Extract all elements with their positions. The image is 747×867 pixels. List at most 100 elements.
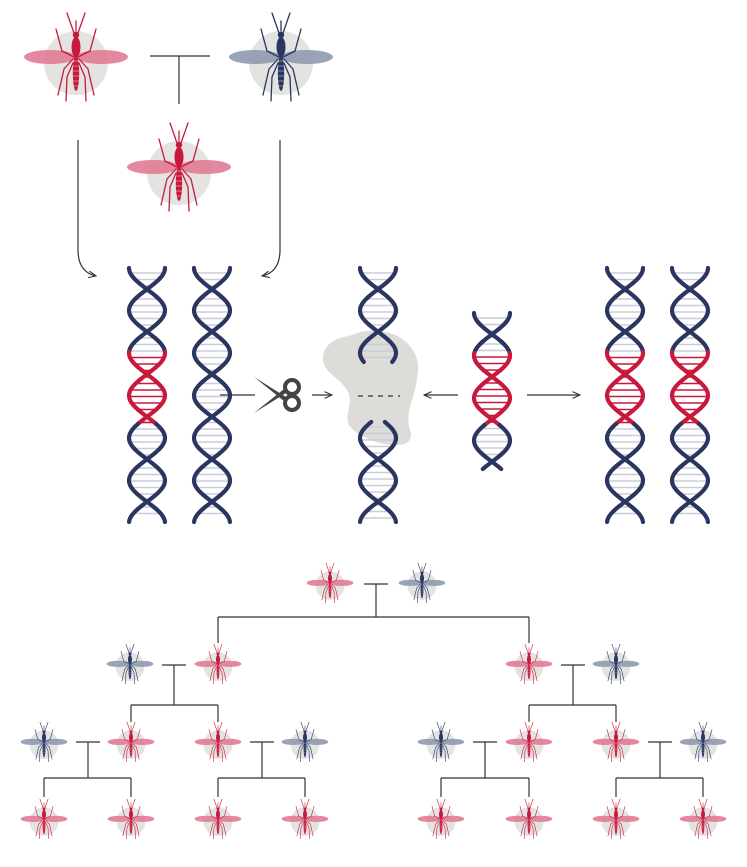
right-wing	[616, 738, 640, 746]
right-wing	[441, 738, 465, 746]
left-wing	[127, 160, 179, 174]
backbone-strand	[126, 265, 168, 355]
right-wing	[131, 738, 155, 746]
backbone-strand	[471, 350, 513, 428]
head	[420, 571, 424, 575]
legs	[606, 798, 626, 839]
cut-lower-dna-icon	[357, 419, 399, 525]
parent-drive-mosquito-icon	[24, 12, 128, 102]
thorax	[526, 732, 532, 742]
head	[439, 730, 443, 734]
right-wing	[529, 815, 553, 823]
left-wing	[679, 738, 703, 746]
thorax	[613, 654, 619, 664]
legs	[295, 798, 315, 839]
right-wing	[703, 815, 727, 823]
backbone-strand	[604, 421, 646, 525]
thorax	[215, 809, 221, 819]
head	[303, 730, 307, 734]
right-wing	[218, 660, 242, 668]
backbone-strand	[357, 265, 399, 365]
backbone-strand	[669, 349, 711, 427]
thorax	[215, 654, 221, 664]
thorax	[438, 809, 444, 819]
left-wing	[24, 50, 76, 64]
right-wing	[330, 579, 354, 587]
head	[614, 730, 618, 734]
legs	[693, 721, 713, 762]
head	[129, 807, 133, 811]
head	[614, 807, 618, 811]
left-wing	[20, 738, 44, 746]
gen3-mosquito-icon	[194, 798, 242, 839]
backbone-strand	[126, 421, 168, 525]
abdomen	[216, 741, 220, 758]
right-wing	[616, 815, 640, 823]
abdomen	[216, 818, 220, 835]
right-wing	[703, 738, 727, 746]
gen2-mosquito-icon	[20, 721, 68, 762]
left-wing	[505, 738, 529, 746]
backbone-strand	[126, 349, 168, 427]
legs	[120, 643, 140, 684]
left-wing	[592, 815, 616, 823]
gen2-mosquito-icon	[194, 721, 242, 762]
result-chromosome-2-dna-icon	[669, 265, 711, 525]
backbone-strand	[357, 265, 399, 365]
head	[42, 730, 46, 734]
left-wing	[229, 50, 281, 64]
left-wing	[194, 660, 218, 668]
head	[303, 807, 307, 811]
abdomen	[129, 818, 133, 835]
left-wing	[20, 815, 44, 823]
right-wing	[305, 815, 329, 823]
head	[614, 652, 618, 656]
left-wing	[194, 738, 218, 746]
handle	[283, 394, 301, 412]
left-wing	[106, 660, 130, 668]
gen3-mosquito-icon	[281, 798, 329, 839]
head	[128, 652, 132, 656]
thorax	[438, 732, 444, 742]
gen3-mosquito-icon	[505, 798, 553, 839]
legs	[121, 798, 141, 839]
left-wing	[592, 738, 616, 746]
backbone-strand	[471, 310, 512, 356]
legs	[55, 12, 97, 102]
backbone-strand	[191, 265, 233, 525]
abdomen	[328, 582, 332, 599]
right-wing	[529, 738, 553, 746]
backbone-strand	[669, 265, 711, 355]
right-wing	[305, 738, 329, 746]
abdomen	[614, 741, 618, 758]
legs	[208, 643, 228, 684]
handle	[283, 378, 301, 396]
legs	[519, 643, 539, 684]
thorax	[127, 654, 133, 664]
legs	[606, 643, 626, 684]
right-wing	[529, 660, 553, 668]
result-chromosome-1-dna-icon	[604, 265, 646, 525]
thorax	[215, 732, 221, 742]
right-wing	[131, 815, 155, 823]
abdomen	[129, 741, 133, 758]
head	[216, 652, 220, 656]
backbone-strand	[669, 265, 711, 355]
gen2-mosquito-icon	[417, 721, 465, 762]
gen2-mosquito-icon	[281, 721, 329, 762]
blade	[254, 389, 286, 413]
thorax	[302, 809, 308, 819]
thorax	[700, 732, 706, 742]
thorax	[174, 147, 184, 167]
gen1-mosquito-icon	[505, 643, 553, 684]
legs	[295, 721, 315, 762]
abdomen	[701, 741, 705, 758]
left-wing	[592, 660, 616, 668]
thorax	[327, 573, 333, 583]
left-wing	[281, 738, 305, 746]
head	[42, 807, 46, 811]
thorax	[700, 809, 706, 819]
right-wing	[179, 160, 231, 174]
right-wing	[422, 579, 446, 587]
legs	[412, 562, 432, 603]
